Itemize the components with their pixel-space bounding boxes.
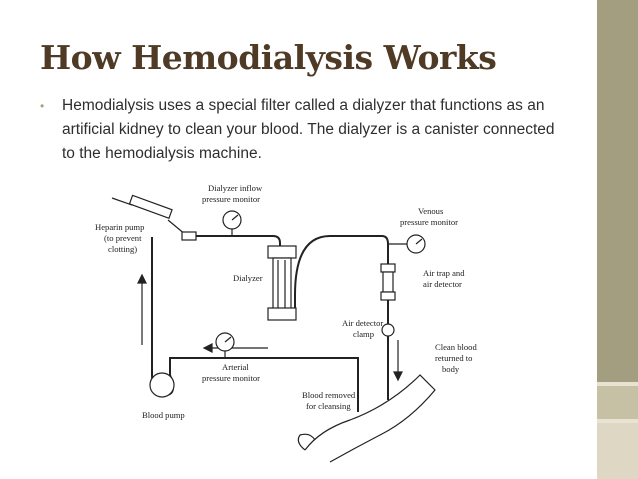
label-clean-blood-3: body <box>442 364 460 374</box>
heparin-connector-icon <box>181 231 197 241</box>
patient-arm-icon <box>304 374 436 463</box>
bullet-text: Hemodialysis uses a special filter calle… <box>62 97 555 162</box>
label-clean-blood-1: Clean blood <box>435 342 477 352</box>
inflow-pressure-gauge-icon <box>222 210 242 236</box>
dialyzer-canister-icon <box>267 245 297 321</box>
tube-arterial <box>169 357 359 412</box>
label-dialyzer: Dialyzer <box>233 273 263 283</box>
label-heparin-3: clotting) <box>108 244 137 254</box>
slide-title: How Hemodialysis Works <box>40 38 497 77</box>
tube-inflow <box>190 235 281 255</box>
hemodialysis-diagram: Dialyzer inflow pressure monitor Heparin… <box>95 183 477 463</box>
tube-dialyzer-out <box>294 235 389 310</box>
label-dialyzer-inflow-2: pressure monitor <box>202 194 260 204</box>
label-venous-2: pressure monitor <box>400 217 458 227</box>
label-clean-blood-2: returned to <box>435 353 472 363</box>
air-trap-icon <box>380 263 396 301</box>
label-blood-pump: Blood pump <box>142 410 185 420</box>
label-blood-removed-2: for cleansing <box>306 401 351 411</box>
label-air-clamp-2: clamp <box>353 329 374 339</box>
slide-sidebar <box>597 0 638 479</box>
bullet-dot-icon: • <box>40 99 45 113</box>
arterial-pressure-gauge-icon <box>215 332 235 358</box>
label-dialyzer-inflow-1: Dialyzer inflow <box>208 183 263 193</box>
venous-pressure-gauge-icon <box>388 234 426 254</box>
label-arterial-2: pressure monitor <box>202 373 260 383</box>
blood-pump-icon <box>149 372 175 398</box>
sidebar-light-block <box>597 423 638 479</box>
bullet-item: • Hemodialysis uses a special filter cal… <box>40 94 560 166</box>
label-air-trap-2: air detector <box>423 279 462 289</box>
label-venous-1: Venous <box>418 206 444 216</box>
patient-hand-icon <box>297 433 316 451</box>
sidebar-dark-block <box>597 0 638 382</box>
arrow-left-icon <box>202 343 268 353</box>
label-blood-removed-1: Blood removed <box>302 390 356 400</box>
label-air-trap-1: Air trap and <box>423 268 465 278</box>
arrow-up-icon <box>137 273 147 345</box>
label-heparin-1: Heparin pump <box>95 222 144 232</box>
sidebar-mid-block <box>597 386 638 419</box>
air-detector-clamp-icon <box>381 323 395 337</box>
label-heparin-2: (to prevent <box>104 233 142 243</box>
label-arterial-1: Arterial <box>222 362 249 372</box>
arrow-down-icon <box>393 340 403 382</box>
label-air-clamp-1: Air detector <box>342 318 383 328</box>
